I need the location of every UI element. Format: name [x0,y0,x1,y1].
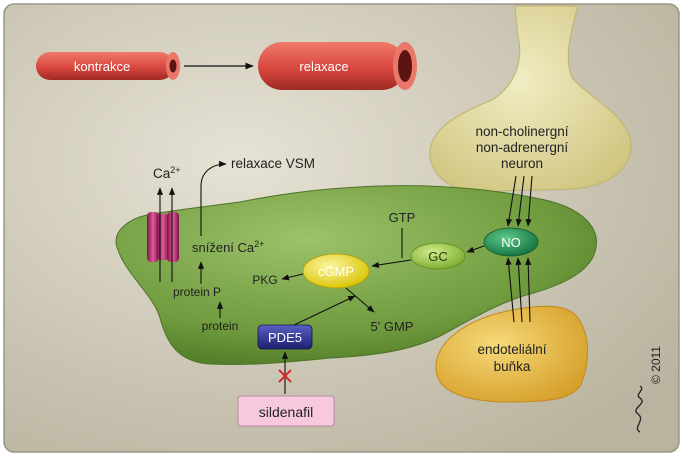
calcium-channel [147,212,179,262]
neuron-no-arrow-2 [515,175,525,227]
neuron-label-line1: non-cholinergní [475,124,568,139]
gmp-label: 5' GMP [371,319,414,334]
neuron-label-line3: neuron [501,156,543,171]
sildenafil-label: sildenafil [259,404,313,420]
cgmp-label: cGMP [318,264,354,279]
protein-label: protein [202,319,239,333]
no-label: NO [501,235,521,250]
relaxed-vessel [258,42,417,90]
gc-label: GC [428,249,448,264]
endothelial-label-line2: buňka [494,359,531,374]
pkg-label: PKG [252,273,277,287]
relaxation-label: relaxace [299,59,348,74]
inhibition-x-icon [278,369,292,383]
cgmp-node [302,253,370,289]
endothelial-label-line1: endoteliální [477,342,546,357]
ca-decrease-label: snížení Ca2+ [192,239,264,255]
endothelial-cell [435,305,588,403]
protein-p-label: protein P [173,285,221,299]
gtp-label: GTP [389,210,416,225]
pde5-box [257,324,313,350]
endothelial-no-arrow-3 [525,257,532,323]
cgmp-pkg-arrow [281,273,304,281]
gc-node [410,242,466,270]
no-node [483,227,539,257]
neuron-label-line2: non-adrenergní [476,140,569,155]
vsm-relax-label: relaxace VSM [231,156,315,171]
neuron-cell [429,5,632,194]
contracted-vessel [36,52,180,80]
contraction-label: kontrakce [74,59,130,74]
endothelial-no-arrow-1 [505,257,515,323]
calcium-label: Ca2+ [153,165,181,181]
copyright-label: © 2011 [649,346,663,384]
cgmp-gmp-arrow [345,287,375,313]
no-gc-arrow [466,245,485,253]
pde5-cgmp-arrow [291,295,356,327]
endothelial-no-arrow-2 [515,257,523,323]
sildenafil-box [237,395,335,427]
artist-signature [635,385,643,433]
pde5-label: PDE5 [268,330,302,345]
neuron-no-arrow-1 [506,175,517,227]
neuron-no-arrow-3 [525,175,533,227]
gc-cgmp-arrow [371,259,412,268]
vsm-relax-arrow [200,160,227,236]
